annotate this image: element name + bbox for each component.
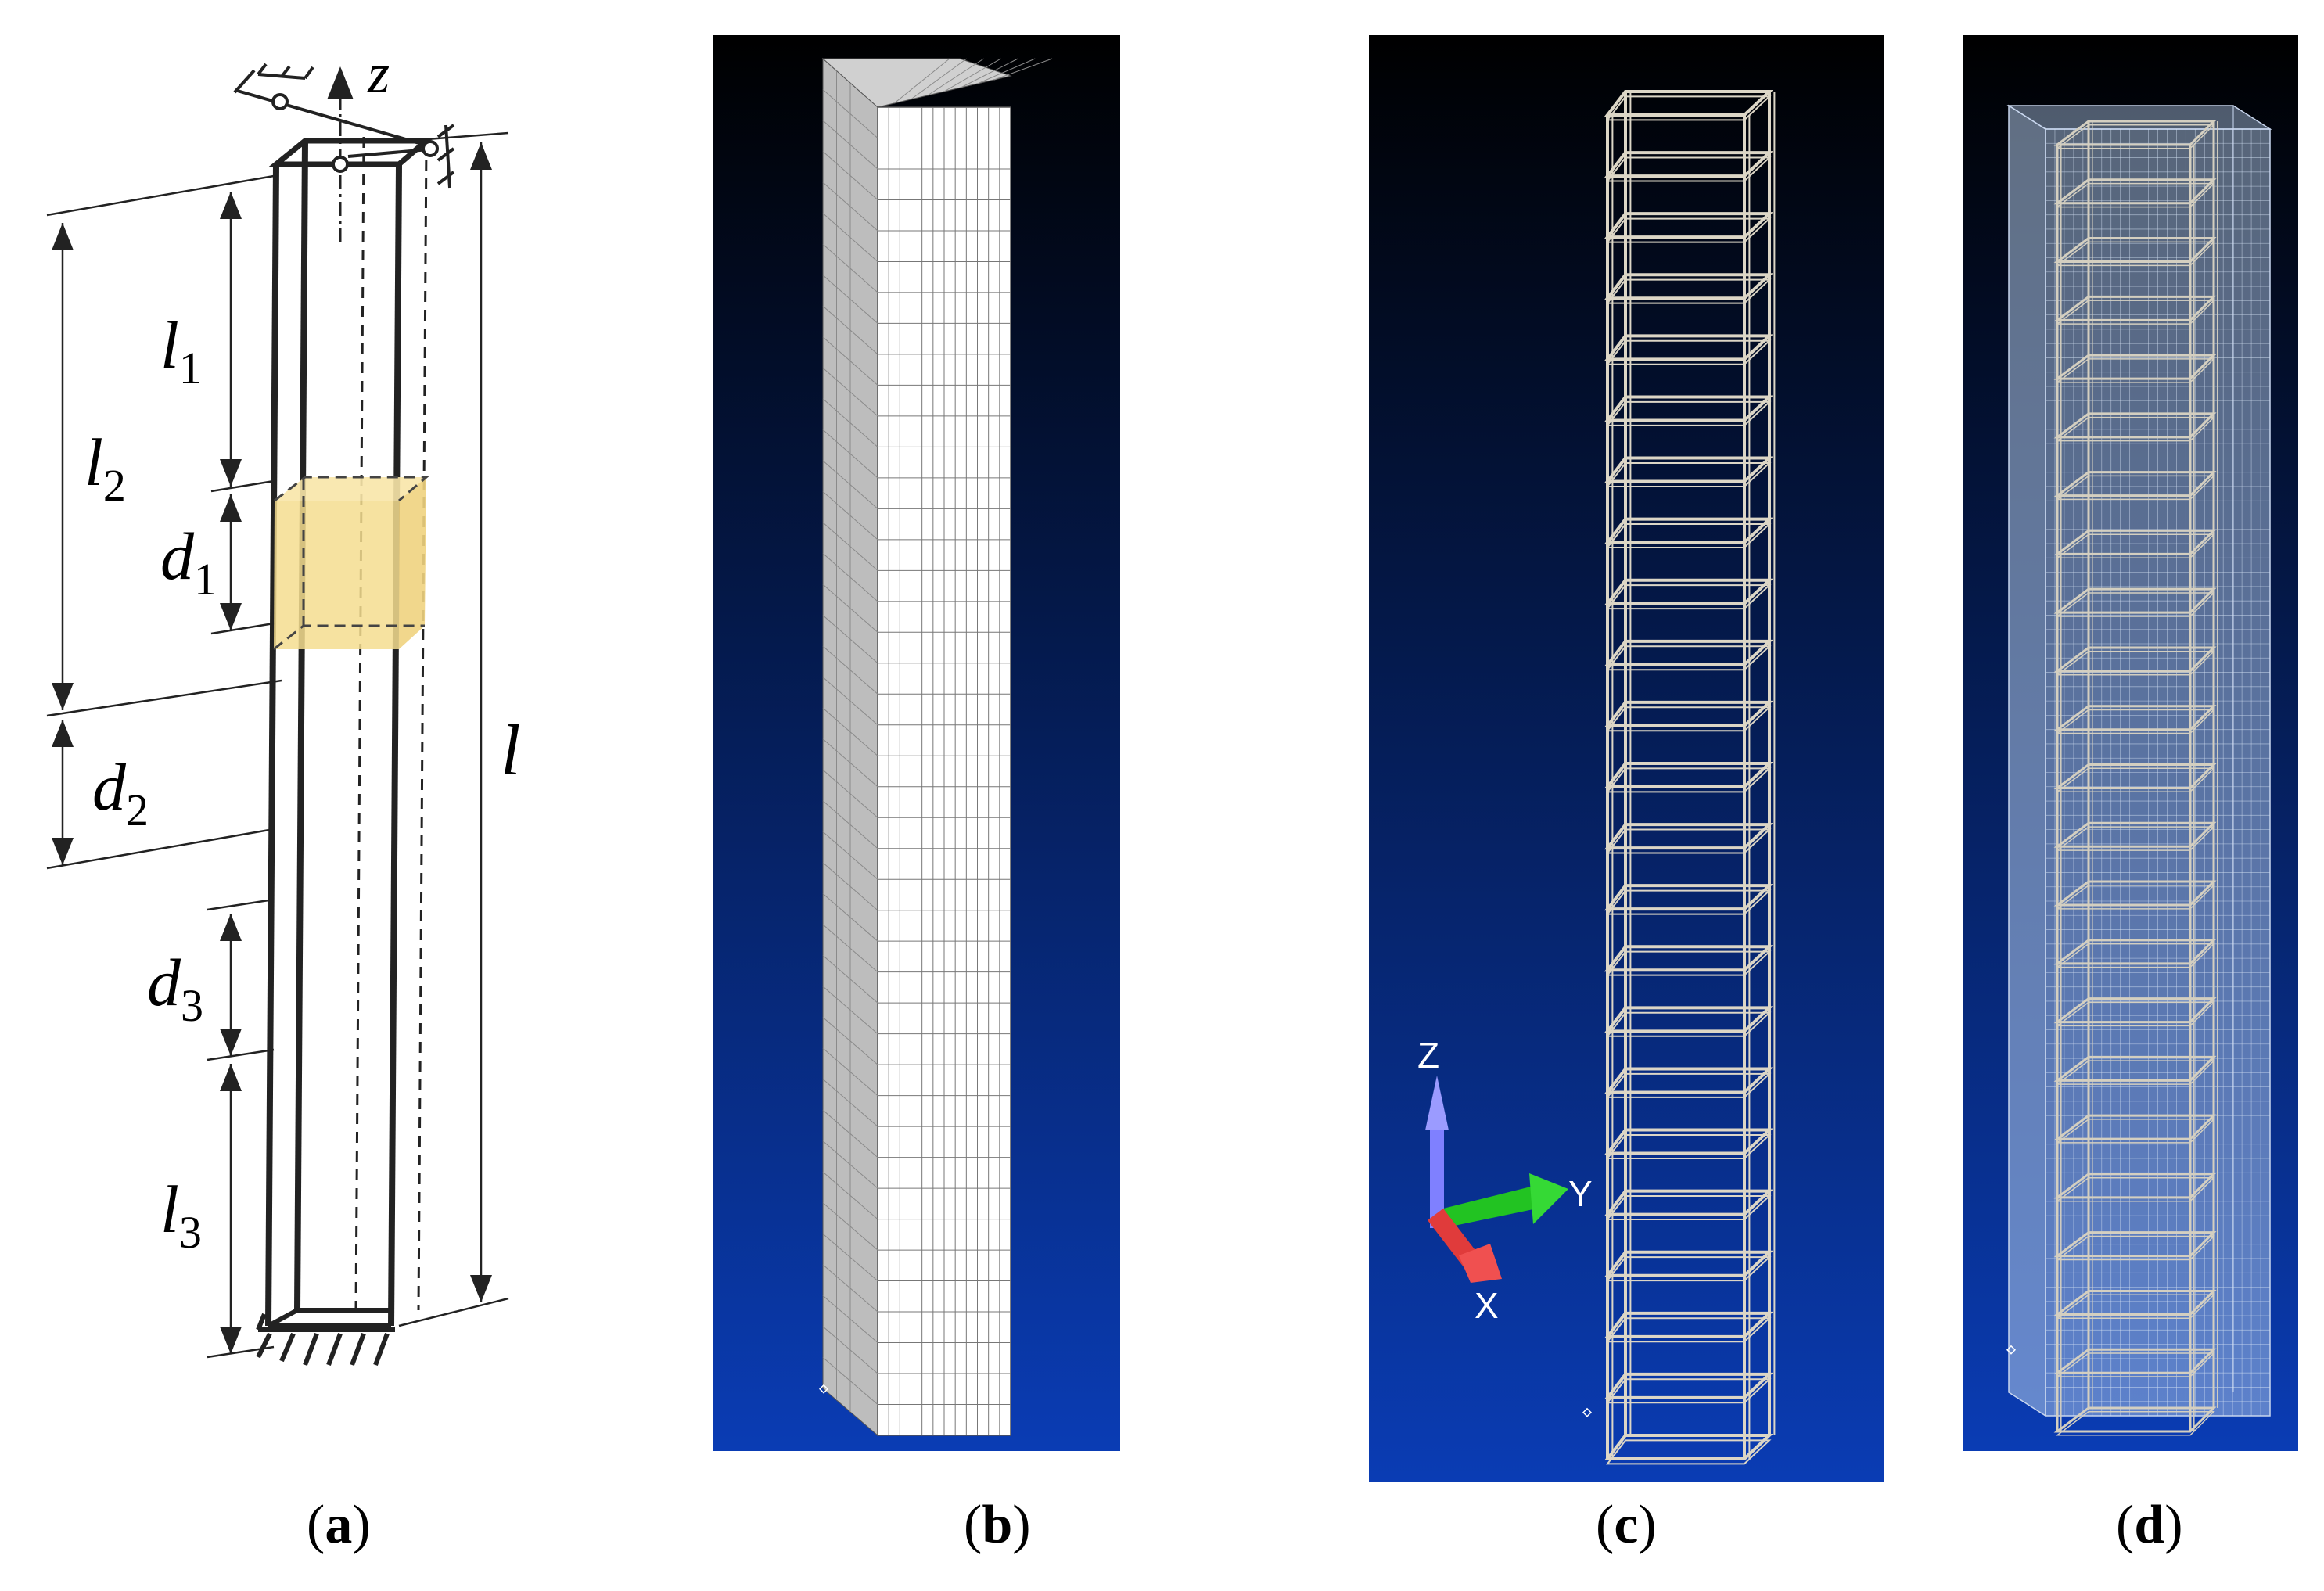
panel-a-schematic: z [0, 0, 594, 1486]
fixed-support-icon [256, 1313, 395, 1367]
caption-d: (d) [2116, 1495, 2183, 1555]
solid-mesh-column [821, 57, 1053, 1437]
stirrup [1604, 151, 1774, 178]
label-l3: l3 [160, 1172, 202, 1258]
stirrup [2053, 529, 2217, 555]
rebar-lines [1604, 90, 1776, 1465]
panel-b-svg [713, 35, 1120, 1451]
stirrup [2053, 178, 2217, 205]
panel-c-rebar-view: Z Y X [1369, 35, 1884, 1482]
stirrup [2053, 763, 2217, 789]
z-axis-label: Z [1417, 1035, 1439, 1076]
rebar-lines [2053, 120, 2218, 1436]
stirrup [2053, 705, 2217, 731]
concrete-with-rebar [2006, 104, 2272, 1436]
column-outline [265, 136, 434, 1329]
stirrup [1604, 395, 1774, 422]
caption-b: (b) [964, 1495, 1031, 1555]
stirrup [1604, 1067, 1774, 1094]
stirrup [1604, 517, 1774, 544]
stirrup [1604, 1189, 1774, 1216]
panel-b-mesh-view [713, 35, 1120, 1451]
top-support-icon [233, 63, 455, 189]
stirrup [2053, 1055, 2217, 1082]
stirrup [2053, 587, 2217, 614]
z-axis-label: z [367, 42, 390, 105]
stirrup [2053, 1348, 2217, 1374]
origin-marker [1582, 1407, 1593, 1417]
label-d2: d2 [92, 749, 149, 835]
damage-zone [273, 476, 430, 651]
stirrup [2053, 1406, 2217, 1433]
stirrup [2053, 880, 2217, 907]
stirrup [2053, 1114, 2217, 1140]
panel-d-svg [1963, 35, 2298, 1451]
stirrup [1604, 212, 1774, 239]
origin-marker [2006, 1345, 2017, 1355]
dimension-lines [52, 142, 492, 1354]
stirrup [1604, 1434, 1774, 1460]
stirrup [2053, 1231, 2217, 1258]
stirrup [1604, 334, 1774, 361]
stirrup [2053, 471, 2217, 497]
label-l: l [501, 710, 521, 790]
stirrup [1604, 884, 1774, 911]
stirrup [1604, 945, 1774, 972]
panel-a-svg: z [46, 42, 521, 1367]
stirrup [1604, 700, 1774, 727]
label-d3: d3 [147, 945, 203, 1031]
stirrup [1604, 1250, 1774, 1277]
stirrup [1604, 273, 1774, 300]
label-l2: l2 [84, 425, 126, 511]
axis-triad: Z Y X [1417, 1035, 1593, 1326]
stirrup [1604, 1128, 1774, 1155]
label-d1: d1 [160, 519, 217, 605]
stirrup [1604, 1311, 1774, 1338]
stirrup [1604, 456, 1774, 483]
stirrup [2053, 1289, 2217, 1316]
stirrup [2053, 237, 2217, 264]
stirrup [1604, 1372, 1774, 1399]
stirrup [1604, 639, 1774, 666]
stirrup [2053, 354, 2217, 380]
stirrup [1604, 762, 1774, 788]
y-axis-label: Y [1568, 1173, 1593, 1214]
stirrup [1604, 823, 1774, 850]
concrete-side-face [2008, 104, 2046, 1417]
stirrup [2053, 120, 2217, 146]
rebar-cage [1604, 90, 1776, 1465]
caption-a: (a) [307, 1495, 371, 1555]
label-l1: l1 [160, 307, 202, 393]
stirrup [1604, 90, 1774, 117]
stirrup [1604, 578, 1774, 605]
stirrup [2053, 295, 2217, 321]
y-axis-arrow-icon [1443, 1185, 1537, 1228]
origin-marker [818, 1384, 829, 1394]
stirrup [2053, 646, 2217, 673]
top-face [821, 58, 1012, 108]
z-axis-arrow-icon [1430, 1126, 1444, 1228]
stirrup [2053, 412, 2217, 439]
caption-c: (c) [1596, 1495, 1657, 1555]
x-axis-label: X [1475, 1285, 1499, 1326]
stirrup [1604, 1006, 1774, 1033]
stirrup [2053, 997, 2217, 1024]
stirrup [2053, 1173, 2217, 1199]
panel-d-combined-view [1963, 35, 2298, 1451]
stirrup [2053, 939, 2217, 965]
panel-c-svg: Z Y X [1369, 35, 1884, 1482]
stirrup [2053, 821, 2217, 848]
mesh-grid [822, 58, 1053, 1435]
